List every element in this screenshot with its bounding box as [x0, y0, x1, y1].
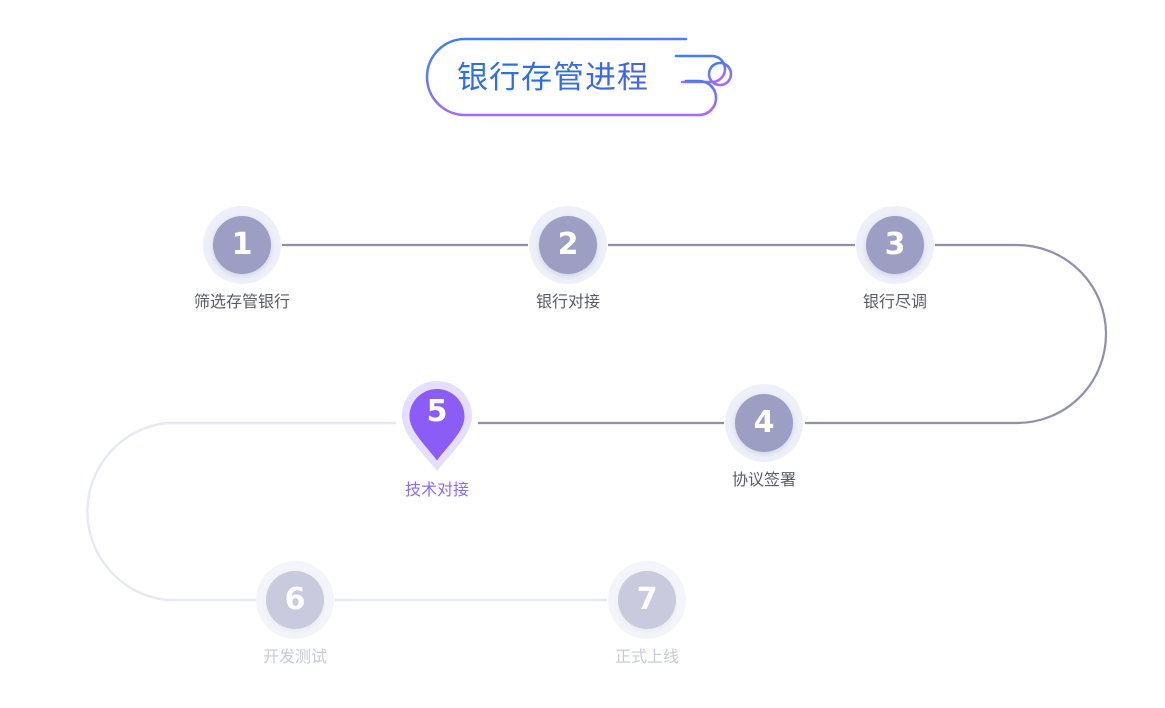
step-3-number: 3	[884, 227, 906, 262]
step-3-circle-icon[interactable]: 3	[856, 206, 934, 284]
step-2-number: 2	[557, 227, 579, 262]
step-1-label: 筛选存管银行	[193, 294, 290, 311]
page-title: 银行存管进程	[448, 36, 658, 118]
title-capsule-decoration-icon	[425, 37, 733, 117]
page-title-block: 银行存管进程	[424, 36, 734, 118]
step-1-circle-icon[interactable]: 1	[203, 206, 281, 284]
step-4-label: 协议签署	[731, 472, 796, 489]
step-7-circle-icon[interactable]: 7	[608, 561, 686, 639]
step-3-label: 银行尽调	[862, 294, 927, 311]
step-2-label: 银行对接	[535, 294, 600, 311]
step-1-number: 1	[231, 227, 253, 262]
step-6-number: 6	[284, 582, 306, 617]
step-4-circle-icon[interactable]: 4	[725, 384, 803, 462]
step-6-circle-icon[interactable]: 6	[256, 561, 334, 639]
step-7-label: 正式上线	[614, 649, 679, 666]
step-7-number: 7	[636, 582, 658, 617]
step-4-number: 4	[753, 405, 775, 440]
step-6-label: 开发测试	[262, 649, 327, 666]
step-5-number: 5	[426, 394, 448, 429]
connector-5-6-curve	[86, 421, 396, 602]
step-5-label: 技术对接	[404, 482, 469, 499]
step-5-map-pin-icon[interactable]: 5	[395, 377, 479, 475]
connector-3-4-curve	[805, 243, 1108, 425]
step-2-circle-icon[interactable]: 2	[529, 206, 607, 284]
